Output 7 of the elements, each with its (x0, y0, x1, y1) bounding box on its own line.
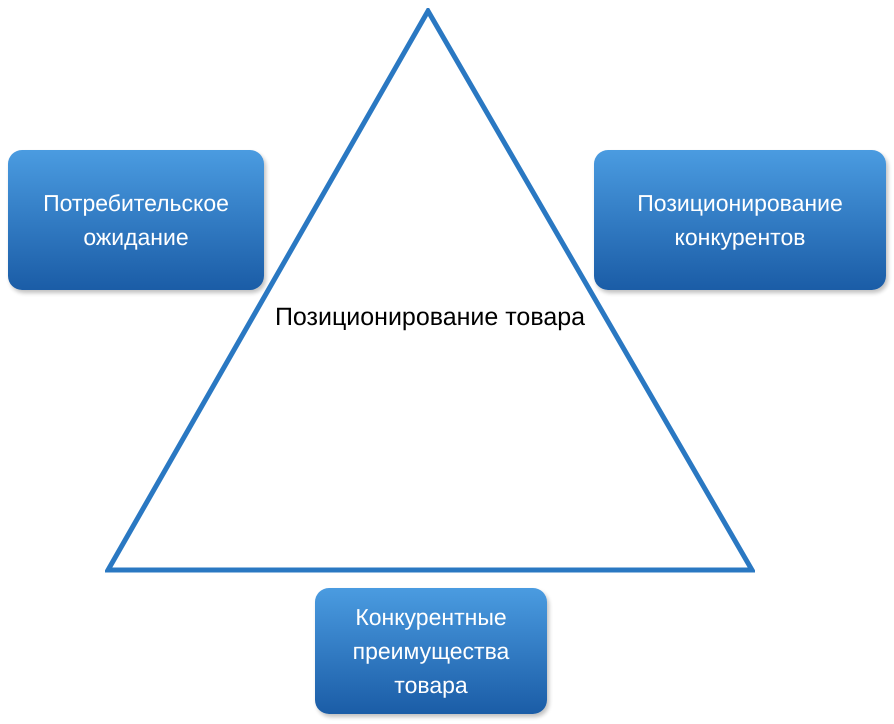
rounded-box (315, 588, 547, 714)
box-label: Позиционирование конкурентов (636, 189, 844, 252)
rounded-box (594, 150, 886, 290)
center-label: Позиционирование товара (274, 302, 586, 333)
box-label: Конкурентные преимущества товара (352, 603, 510, 700)
box-label: Потребительское ожидание (42, 189, 230, 252)
rounded-box (8, 150, 264, 290)
